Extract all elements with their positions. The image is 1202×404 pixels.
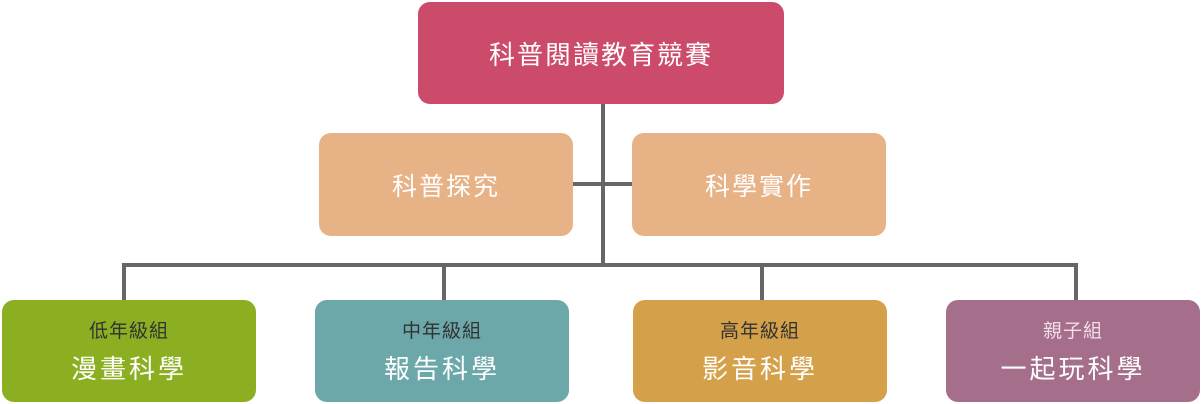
group-level-upper-grade: 高年級組 bbox=[719, 320, 800, 342]
track-title-practice: 科學實作 bbox=[704, 171, 813, 201]
group-title-lower-grade: 漫畫科學 bbox=[70, 355, 187, 385]
group-title-middle-grade: 報告科學 bbox=[383, 355, 500, 385]
root-title: 科普閱讀教育競賽 bbox=[488, 40, 713, 71]
group-title-upper-grade: 影音科學 bbox=[701, 355, 818, 385]
root-node: 科普閱讀教育競賽 bbox=[418, 2, 784, 104]
group-title-family: 一起玩科學 bbox=[1000, 355, 1146, 385]
track-node-practice: 科學實作 bbox=[632, 133, 886, 236]
track-node-inquiry: 科普探究 bbox=[319, 133, 573, 236]
group-level-middle-grade: 中年級組 bbox=[401, 320, 482, 342]
group-node-upper-grade: 高年級組 影音科學 bbox=[633, 300, 887, 402]
group-node-lower-grade: 低年級組 漫畫科學 bbox=[2, 300, 256, 402]
group-node-family: 親子組 一起玩科學 bbox=[946, 300, 1200, 402]
group-level-family: 親子組 bbox=[1042, 320, 1103, 342]
track-title-inquiry: 科普探究 bbox=[391, 171, 500, 201]
group-level-lower-grade: 低年級組 bbox=[88, 320, 169, 342]
group-node-middle-grade: 中年級組 報告科學 bbox=[315, 300, 569, 402]
